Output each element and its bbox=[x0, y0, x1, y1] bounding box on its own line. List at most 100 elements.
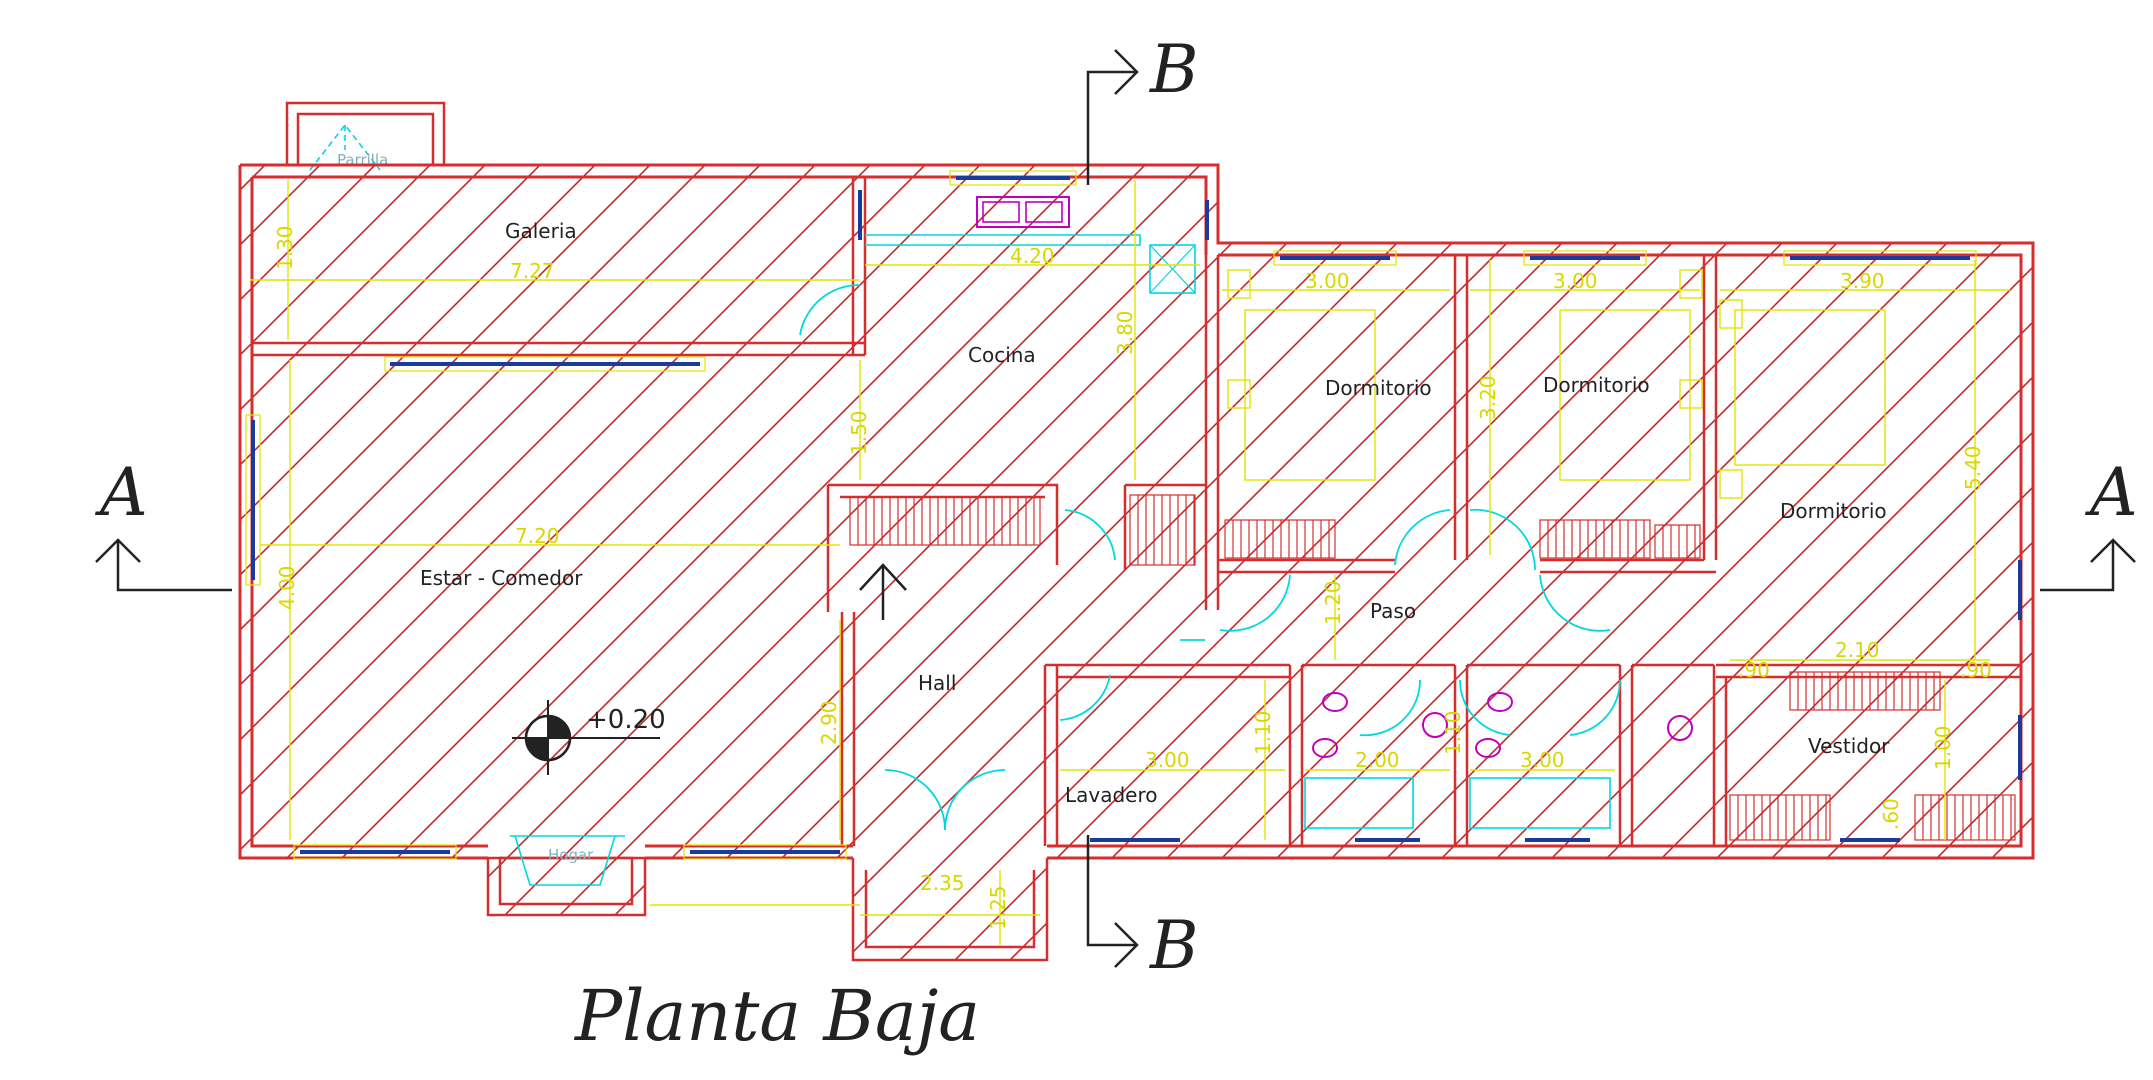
hatch-line bbox=[0, 100, 55, 1000]
hatch-line bbox=[969, 165, 1871, 960]
bedroom-furniture bbox=[1227, 269, 1886, 499]
section-a-right-label: A bbox=[2084, 454, 2138, 531]
hatch-line bbox=[694, 165, 1596, 960]
hatch-line bbox=[1629, 165, 2033, 960]
room-cocina: Cocina bbox=[968, 343, 1036, 367]
hatch-line bbox=[914, 165, 1816, 960]
dim-cocina-w: 4.20 bbox=[1010, 244, 1055, 268]
section-b-bottom bbox=[1086, 835, 1139, 968]
dim-vest-small: .60 bbox=[1879, 798, 1903, 830]
dim-entrada-w: 2.35 bbox=[920, 871, 965, 895]
hatch-line bbox=[240, 165, 716, 960]
dim-estar-w: 7.20 bbox=[515, 524, 560, 548]
hatch-line bbox=[804, 165, 1706, 960]
section-a-left-label: A bbox=[94, 454, 148, 531]
hatch-line bbox=[240, 165, 661, 960]
dim-entrada-h: 1.25 bbox=[986, 885, 1010, 930]
hatch-line bbox=[2014, 165, 2033, 960]
hatch-line bbox=[419, 165, 1321, 960]
dim-dorm3-w: 3.90 bbox=[1840, 269, 1885, 293]
room-dormitorio-2: Dormitorio bbox=[1543, 373, 1650, 397]
windows bbox=[251, 176, 2022, 854]
dim-cocina-h: 3.80 bbox=[1113, 310, 1137, 355]
room-lavadero: Lavadero bbox=[1065, 783, 1158, 807]
hatch-line bbox=[0, 100, 165, 1000]
dim-estar-h: 4.00 bbox=[275, 565, 299, 610]
hatch-line bbox=[240, 165, 606, 960]
room-galeria: Galeria bbox=[505, 219, 577, 243]
hatch-line bbox=[1079, 165, 1981, 960]
stair-up-arrow bbox=[859, 563, 907, 620]
hatch-line bbox=[1354, 165, 2033, 960]
dim-vest-l: .90 bbox=[1738, 658, 1770, 682]
section-b-bottom-label: B bbox=[1149, 907, 1199, 984]
room-vestidor: Vestidor bbox=[1808, 734, 1890, 758]
kitchen-fixtures bbox=[865, 196, 1196, 294]
section-b-top-label: B bbox=[1149, 31, 1199, 108]
hatch-line bbox=[1189, 165, 2033, 960]
closet-outline bbox=[1654, 524, 1701, 559]
hatch-line bbox=[240, 165, 991, 960]
hatch-line bbox=[1024, 165, 1926, 960]
doors bbox=[799, 284, 1621, 831]
hatch-line bbox=[240, 165, 936, 960]
room-estar-comedor: Estar - Comedor bbox=[420, 566, 583, 590]
hatch-line bbox=[240, 165, 1046, 960]
hatch-line bbox=[1409, 165, 2033, 960]
hatch-line bbox=[1904, 165, 2033, 960]
hatch-line bbox=[240, 165, 881, 960]
dim-vest-r: .90 bbox=[1960, 658, 1992, 682]
closets bbox=[1224, 519, 2016, 841]
dim-lav-w: 3.00 bbox=[1145, 748, 1190, 772]
hatch-line bbox=[1794, 165, 2033, 960]
section-a-left bbox=[95, 538, 232, 592]
closet-outline bbox=[1914, 794, 2016, 841]
hatch-line bbox=[1464, 165, 2033, 960]
drawing-title: Planta Baja bbox=[573, 975, 980, 1057]
hatch-line bbox=[364, 165, 1266, 960]
hatch-line bbox=[240, 165, 496, 960]
hogar-niche bbox=[486, 835, 647, 917]
dim-paso-h: 1.20 bbox=[1321, 580, 1345, 625]
dim-dorm3-h: 5.40 bbox=[1961, 445, 1985, 490]
hatch-line bbox=[0, 100, 220, 1000]
dim-dorm1-w: 3.00 bbox=[1305, 269, 1350, 293]
hatch-line bbox=[474, 165, 1376, 960]
hatch-line bbox=[240, 165, 386, 960]
hatch-line bbox=[1519, 165, 2033, 960]
hatch-line bbox=[529, 165, 1431, 960]
hatch-line bbox=[240, 165, 276, 960]
dim-hall-h: 2.90 bbox=[817, 700, 841, 745]
hatch-line bbox=[2125, 100, 2153, 1000]
hatch-line bbox=[1574, 165, 2033, 960]
room-dormitorio-3: Dormitorio bbox=[1780, 499, 1887, 523]
hogar-label: Hogar bbox=[548, 846, 594, 864]
section-a-right bbox=[2040, 538, 2136, 592]
dim-bano1-w: 2.00 bbox=[1355, 748, 1400, 772]
outer-walls bbox=[238, 163, 2035, 860]
stair-outline bbox=[849, 496, 1041, 546]
hatch-line bbox=[1739, 165, 2033, 960]
level-label: +0.20 bbox=[586, 705, 666, 735]
hatch-line bbox=[0, 100, 110, 1000]
hatch-line bbox=[1684, 165, 2033, 960]
dim-bano2-w: 3.00 bbox=[1520, 748, 1565, 772]
section-b-top bbox=[1086, 49, 1139, 185]
interior-walls bbox=[252, 177, 2021, 846]
hatch-line bbox=[859, 165, 1761, 960]
hatch-line bbox=[240, 165, 551, 960]
closet-outline bbox=[1789, 671, 1941, 711]
room-paso: Paso bbox=[1370, 599, 1416, 623]
hatch-line bbox=[1849, 165, 2033, 960]
dim-dorm2-w: 3.00 bbox=[1553, 269, 1598, 293]
hatch-line bbox=[240, 165, 441, 960]
hatch-line bbox=[749, 165, 1651, 960]
stairs bbox=[849, 494, 1196, 566]
dim-hall-top: 1.50 bbox=[847, 410, 871, 455]
dim-vest-w: 2.10 bbox=[1835, 638, 1880, 662]
entrance-porch bbox=[851, 858, 1049, 962]
hatch-line bbox=[1134, 165, 2033, 960]
hatch-line bbox=[1299, 165, 2033, 960]
dim-lav-h: 1.10 bbox=[1251, 710, 1275, 755]
